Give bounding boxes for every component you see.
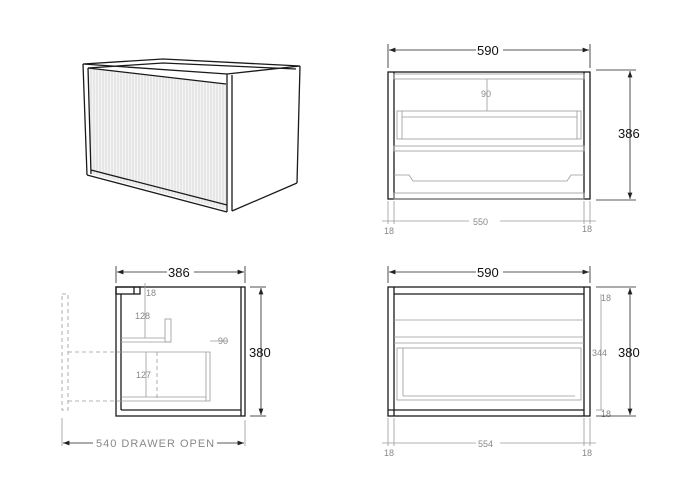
dim-width: 590 bbox=[477, 43, 499, 58]
side-view: 18 128 90 127 386 380 540 DRAWER OPEN bbox=[61, 265, 271, 450]
dim-inner-gap: 90 bbox=[481, 89, 491, 99]
dim-upper-gap: 128 bbox=[135, 311, 150, 321]
dim-width: 590 bbox=[477, 265, 499, 280]
isometric-view bbox=[82, 58, 301, 213]
dim-drawer-height: 127 bbox=[136, 370, 151, 380]
dim-depth: 386 bbox=[168, 265, 190, 280]
front-view: 90 590 386 550 18 18 bbox=[382, 43, 640, 236]
back-view: 18 344 18 590 380 554 18 18 bbox=[382, 265, 640, 458]
dim-inner-height: 344 bbox=[592, 348, 607, 358]
dim-right-panel: 18 bbox=[582, 224, 592, 234]
dim-drawer-open: 540 DRAWER OPEN bbox=[96, 438, 215, 450]
dim-top-panel: 18 bbox=[601, 293, 611, 303]
dim-height: 380 bbox=[618, 345, 640, 360]
fluted-drawer-front bbox=[88, 68, 226, 210]
dim-left-panel: 18 bbox=[384, 226, 394, 236]
dim-inner-width: 550 bbox=[473, 217, 488, 227]
dim-left-panel: 18 bbox=[384, 448, 394, 458]
dim-inner-width: 554 bbox=[478, 439, 493, 449]
dim-bottom-panel: 18 bbox=[601, 409, 611, 419]
dim-right-panel: 18 bbox=[582, 448, 592, 458]
dim-drawer-inset: 90 bbox=[218, 336, 228, 346]
dim-top-rail: 18 bbox=[146, 288, 156, 298]
dim-height: 380 bbox=[249, 345, 271, 360]
dim-height: 386 bbox=[618, 126, 640, 141]
